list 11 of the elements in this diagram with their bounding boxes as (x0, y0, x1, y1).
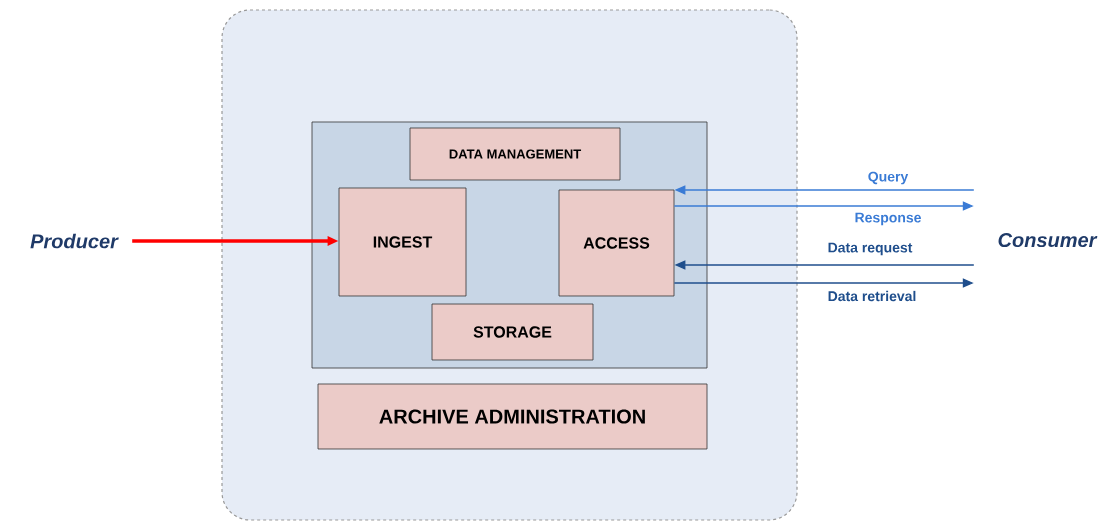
function-box: ARCHIVE ADMINISTRATION (317, 383, 708, 450)
function-box: STORAGE (431, 303, 594, 361)
actor-label: Producer (30, 233, 119, 249)
function-box: ACCESS (558, 189, 675, 297)
edge-label: Query (868, 171, 909, 185)
function-box: INGEST (338, 187, 467, 297)
edge-label: Response (855, 212, 921, 226)
edge-label: Data retrieval (828, 290, 916, 302)
function-box: DATA MANAGEMENT (409, 127, 621, 181)
actor-label: Consumer (998, 232, 1098, 248)
edge-label: Data request (828, 242, 913, 256)
